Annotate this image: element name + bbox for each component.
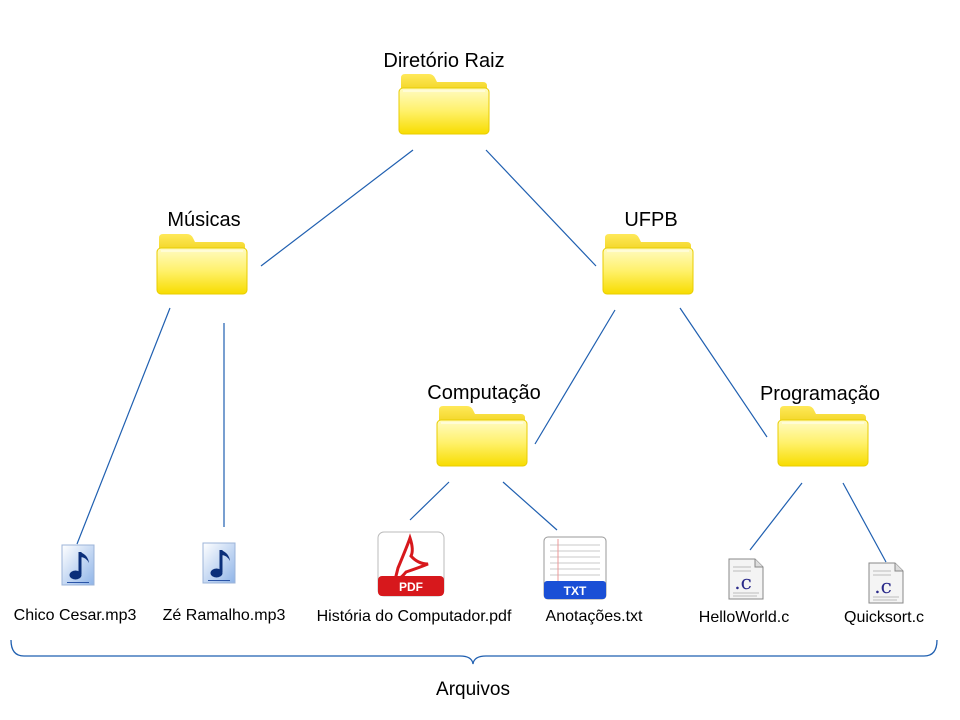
edge-programacao-hello [749,482,803,551]
edge-computacao-historia [409,481,450,521]
folder-label-programacao: Programação [759,383,881,405]
pdf-badge-text: PDF [399,580,423,594]
c-badge-quicksort: .c [874,574,892,598]
brace-label: Arquivos [436,679,510,700]
file-label-hello: HelloWorld.c [698,609,790,626]
folder-icon-programacao [777,405,869,467]
folder-label-root: Diretório Raiz [383,50,505,72]
folder-icon-root [398,73,490,135]
folder-label-computacao: Computação [427,382,541,404]
tree-edges [76,149,887,563]
music-file-icon-ze [201,541,237,585]
folder-label-ufpb: UFPB [624,209,678,231]
edge-computacao-anotacoes [502,481,558,531]
folder-icon-ufpb [602,233,694,295]
file-label-historia: História do Computador.pdf [316,608,512,625]
folder-icon-musicas [156,233,248,295]
pdf-file-icon: PDF [377,531,445,597]
file-label-ze: Zé Ramalho.mp3 [162,607,286,624]
file-label-anotacoes: Anotações.txt [545,608,643,625]
folder-icon-computacao [436,405,528,467]
music-file-icon-chico [60,543,96,587]
edge-root-ufpb [485,149,597,267]
files-brace [10,639,938,665]
edge-root-musicas [260,149,414,267]
file-label-chico: Chico Cesar.mp3 [13,607,137,624]
folder-label-musicas: Músicas [167,209,241,231]
c-file-icon-hello: .c [728,558,764,600]
file-label-quicksort: Quicksort.c [843,609,925,626]
edge-musicas-chico [76,307,171,545]
txt-file-icon: TXT [543,536,607,600]
edge-programacao-quicksort [842,482,887,563]
edge-ufpb-computacao [534,309,616,445]
c-badge-hello: .c [734,570,752,594]
txt-badge-text: TXT [564,584,587,598]
c-file-icon-quicksort: .c [868,562,904,604]
edge-ufpb-programacao [679,307,768,438]
